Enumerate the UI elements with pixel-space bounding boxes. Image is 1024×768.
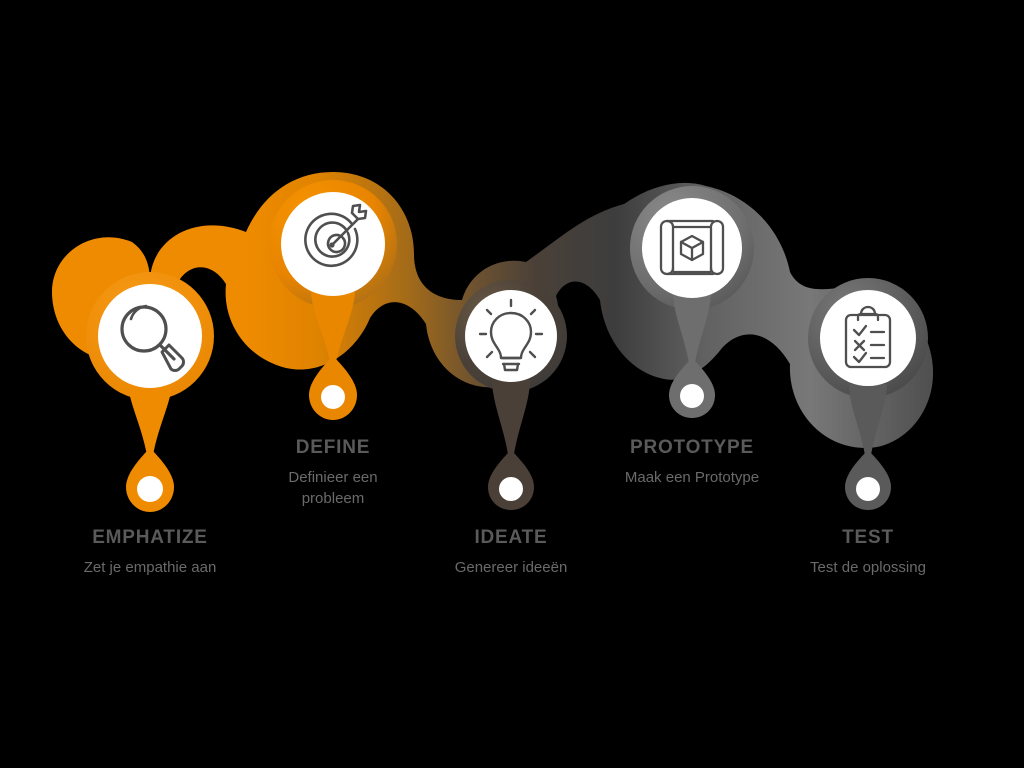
blueprint-cube-icon bbox=[659, 219, 725, 276]
step-description: Genereer ideeën bbox=[454, 558, 568, 576]
label-emphatize: EMPHATIZE Zet je empathie aan bbox=[20, 527, 280, 579]
step-description-line1: Definieer een bbox=[288, 468, 378, 486]
target-arrow-icon bbox=[304, 203, 368, 268]
step-title: PROTOTYPE bbox=[629, 437, 755, 458]
step-description: Maak een Prototype bbox=[624, 468, 760, 486]
step-title: IDEATE bbox=[474, 527, 548, 548]
lightbulb-icon bbox=[478, 298, 544, 372]
magnifier-icon bbox=[120, 304, 185, 372]
step-description-line2: probleem bbox=[301, 489, 365, 507]
step-title: EMPHATIZE bbox=[92, 527, 208, 548]
label-define: DEFINE Definieer een probleem bbox=[203, 437, 463, 509]
step-description: Test de oplossing bbox=[810, 558, 926, 576]
node-ideate[interactable] bbox=[455, 280, 567, 510]
node-test[interactable] bbox=[808, 278, 928, 510]
label-test: TEST Test de oplossing bbox=[738, 527, 998, 579]
clipboard-checklist-icon bbox=[844, 305, 892, 369]
label-prototype: PROTOTYPE Maak een Prototype bbox=[562, 437, 822, 489]
step-title: TEST bbox=[842, 527, 894, 548]
step-title: DEFINE bbox=[295, 437, 371, 458]
label-ideate: IDEATE Genereer ideeën bbox=[381, 527, 641, 579]
step-description: Zet je empathie aan bbox=[83, 558, 217, 576]
